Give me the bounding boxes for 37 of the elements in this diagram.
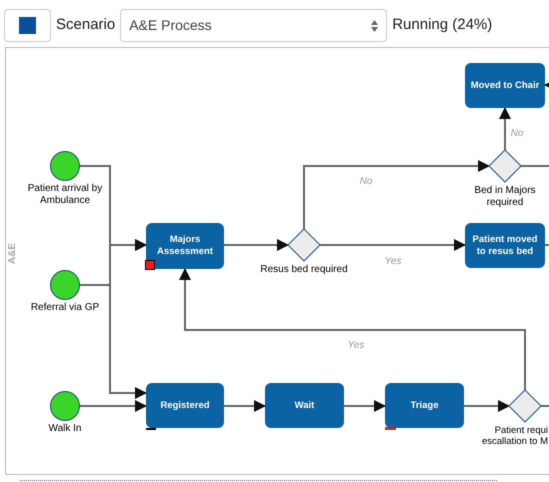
lane-label: A&E	[6, 242, 20, 264]
connector-arrow	[224, 400, 266, 412]
connector-arrow	[79, 284, 147, 399]
connector-arrow	[224, 239, 289, 251]
node-label: Bed in Majors required	[473, 185, 537, 209]
node-label: Wait	[294, 400, 314, 412]
node-label: Moved to Chair	[470, 80, 540, 92]
connector-arrow	[179, 268, 526, 390]
task-box	[465, 63, 545, 108]
node-label: Resus bed required	[259, 264, 349, 276]
task-box	[265, 383, 344, 428]
node-label: Triage	[410, 400, 438, 412]
task-box	[146, 223, 224, 269]
node-label: Patient arrival by Ambulance	[26, 183, 104, 207]
node-label: Patient moved to resus bed	[472, 234, 538, 258]
edge-label: No	[510, 128, 524, 140]
task-box	[385, 383, 464, 428]
connector-arrow	[499, 107, 511, 150]
edge-label: Yes	[384, 256, 402, 268]
status-text: Running (24%)	[392, 15, 492, 36]
node-label: Referral via GP	[30, 302, 100, 314]
node-label: Patient requi escallation to M	[480, 425, 548, 447]
task-box	[465, 223, 545, 268]
edge-label: No	[360, 176, 372, 188]
connector-arrow	[464, 400, 510, 412]
connector-arrow	[344, 400, 386, 412]
connector-arrow	[320, 239, 466, 251]
task-box	[146, 383, 224, 428]
select-field: A&E Process	[120, 9, 388, 42]
node-label: Walk In	[48, 423, 82, 435]
connector-arrow	[79, 400, 147, 412]
node-label: Majors Assessment	[156, 234, 214, 258]
swimlane-panel	[5, 47, 549, 475]
connector-arrow	[303, 160, 490, 229]
field-label: Scenario	[56, 15, 116, 36]
edge-label: Yes	[348, 340, 364, 352]
node-label: Registered	[160, 400, 210, 412]
